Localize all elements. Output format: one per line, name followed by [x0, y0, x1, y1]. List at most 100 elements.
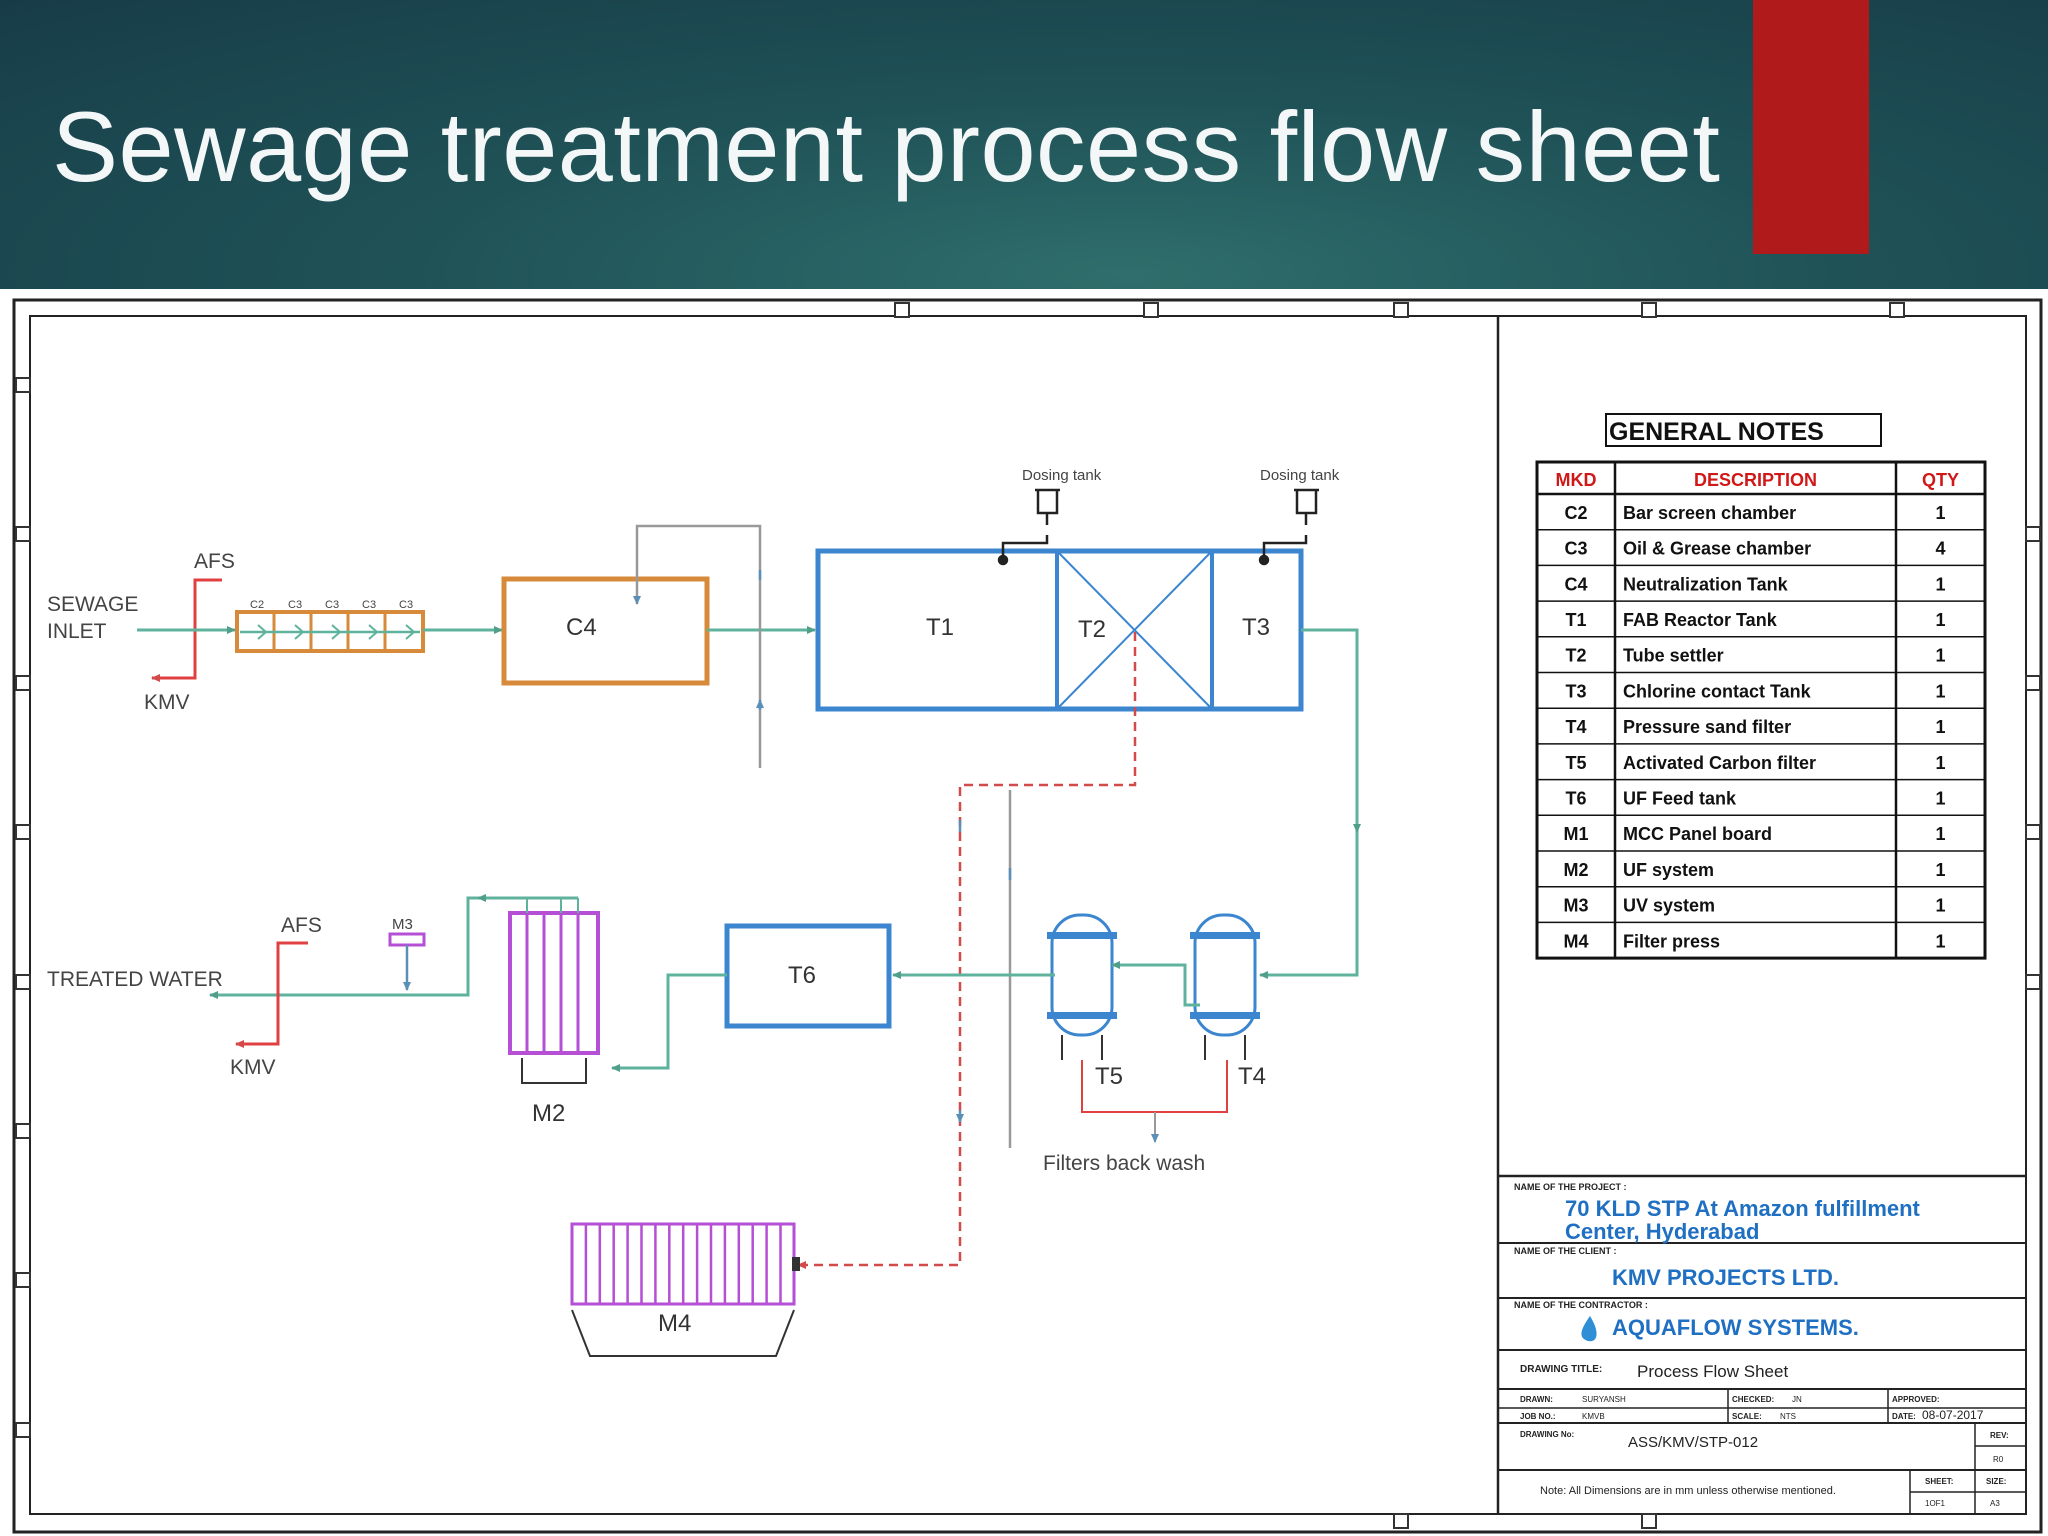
dosing-tank-label-2: Dosing tank — [1260, 467, 1340, 484]
project-name-line2: Center, Hyderabad — [1565, 1219, 1759, 1244]
chamber-label-2: C3 — [288, 599, 302, 611]
chamber-label-5: C3 — [399, 599, 413, 611]
notes-header-cell: QTY — [1922, 470, 1959, 490]
size-caption: SIZE: — [1986, 1477, 2006, 1486]
contractor-caption: NAME OF THE CONTRACTOR : — [1514, 1300, 1648, 1310]
date-value: 08-07-2017 — [1922, 1408, 1984, 1422]
notes-mkd-cell: T6 — [1565, 788, 1586, 808]
dosing-tank-1 — [997, 488, 1060, 566]
t6-uf-feed-tank — [724, 923, 892, 1029]
sheet-value: 1OF1 — [1925, 1499, 1946, 1508]
notes-mkd-cell: M2 — [1563, 860, 1588, 880]
title-block — [1498, 1174, 2026, 1514]
process-flow-drawing: SEWAGE INLET AFS KMV C2 C3 C3 C3 C3 C4 T… — [12, 298, 2043, 1534]
notes-description-cell: UF system — [1623, 860, 1714, 880]
afs-label-bottom: AFS — [281, 914, 322, 937]
notes-mkd-cell: C4 — [1564, 574, 1587, 594]
size-value: A3 — [1990, 1499, 2000, 1508]
notes-qty-cell: 1 — [1935, 931, 1945, 951]
notes-qty-cell: 1 — [1935, 610, 1945, 630]
approved-caption: APPROVED: — [1892, 1395, 1940, 1404]
notes-qty-cell: 1 — [1935, 860, 1945, 880]
notes-mkd-cell: C2 — [1564, 503, 1587, 523]
job-caption: JOB NO.: — [1520, 1412, 1556, 1421]
note-text: Note: All Dimensions are in mm unless ot… — [1540, 1485, 1836, 1497]
chamber-label-3: C3 — [325, 599, 339, 611]
notes-description-cell: Bar screen chamber — [1623, 503, 1796, 523]
notes-description-cell: MCC Panel board — [1623, 824, 1772, 844]
notes-qty-cell: 1 — [1935, 753, 1945, 773]
chamber-label-1: C2 — [250, 599, 264, 611]
contractor-name: AQUAFLOW SYSTEMS. — [1612, 1315, 1859, 1340]
notes-mkd-cell: T3 — [1565, 681, 1586, 701]
t5-label: T5 — [1095, 1063, 1123, 1090]
notes-description-cell: Pressure sand filter — [1623, 717, 1791, 737]
notes-header-cell: DESCRIPTION — [1694, 470, 1817, 490]
drawing-title: Process Flow Sheet — [1637, 1362, 1788, 1381]
notes-mkd-cell: T4 — [1565, 717, 1586, 737]
t2-label: T2 — [1078, 616, 1106, 643]
sheet-border — [12, 298, 2043, 1534]
notes-description-cell: Filter press — [1623, 931, 1720, 951]
m4-label: M4 — [658, 1310, 691, 1337]
general-notes-heading: GENERAL NOTES — [1609, 418, 1824, 446]
rev-value: R0 — [1993, 1455, 2004, 1464]
notes-description-cell: UV system — [1623, 896, 1715, 916]
project-name-line1: 70 KLD STP At Amazon fulfillment — [1565, 1196, 1921, 1221]
notes-qty-cell: 1 — [1935, 717, 1945, 737]
drawing-no-caption: DRAWING No: — [1520, 1430, 1574, 1439]
c4-neutralization-tank — [501, 576, 710, 686]
scale-value: NTS — [1780, 1412, 1796, 1421]
scale-caption: SCALE: — [1732, 1412, 1762, 1421]
screen-chambers: C2 C3 C3 C3 C3 — [235, 599, 425, 653]
notes-description-cell: UF Feed tank — [1623, 788, 1737, 808]
drawing-title-caption: DRAWING TITLE: — [1520, 1364, 1602, 1375]
notes-table-frame — [1535, 460, 1987, 960]
chamber-label-4: C3 — [362, 599, 376, 611]
sheet-caption: SHEET: — [1925, 1477, 1953, 1486]
notes-mkd-cell: T1 — [1565, 610, 1586, 630]
notes-qty-cell: 1 — [1935, 824, 1945, 844]
air-line-outlet — [235, 941, 308, 1048]
pipe-t4-to-t5 — [1111, 961, 1200, 1007]
slide-header: Sewage treatment process flow sheet — [0, 0, 2048, 289]
notes-mkd-cell: T2 — [1565, 646, 1586, 666]
notes-mkd-cell: M4 — [1563, 931, 1588, 951]
t4-label: T4 — [1238, 1063, 1266, 1090]
notes-description-cell: Neutralization Tank — [1623, 574, 1789, 594]
drawing-no: ASS/KMV/STP-012 — [1628, 1434, 1758, 1451]
rev-caption: REV: — [1990, 1431, 2009, 1440]
notes-qty-cell: 1 — [1935, 681, 1945, 701]
notes-description-cell: FAB Reactor Tank — [1623, 610, 1778, 630]
t1-label: T1 — [926, 614, 954, 641]
m3-label: M3 — [392, 916, 413, 933]
dosing-tank-label-1: Dosing tank — [1022, 467, 1102, 484]
treated-water-label: TREATED WATER — [47, 968, 223, 991]
notes-description-cell: Activated Carbon filter — [1623, 753, 1816, 773]
accent-bar — [1753, 0, 1869, 254]
notes-qty-cell: 4 — [1935, 539, 1945, 559]
date-caption: DATE: — [1892, 1412, 1916, 1421]
c4-label: C4 — [566, 614, 597, 641]
pipe-m2-to-outlet — [209, 896, 578, 999]
t3-label: T3 — [1242, 614, 1270, 641]
sewage-inlet-label-2: INLET — [47, 620, 107, 643]
notes-mkd-cell: C3 — [1564, 539, 1587, 559]
sewage-inlet-label: SEWAGE — [47, 593, 138, 616]
notes-qty-cell: 1 — [1935, 574, 1945, 594]
m4-filter-press — [570, 1222, 800, 1357]
notes-qty-cell: 1 — [1935, 503, 1945, 523]
drawn-caption: DRAWN: — [1520, 1395, 1553, 1404]
notes-qty-cell: 1 — [1935, 788, 1945, 808]
m3-uv-system — [388, 932, 426, 947]
m2-label: M2 — [532, 1100, 565, 1127]
t4-pressure-sand-filter — [1190, 913, 1260, 1060]
notes-description-cell: Chlorine contact Tank — [1623, 681, 1812, 701]
t6-label: T6 — [788, 962, 816, 989]
backwash-arrows — [960, 820, 1012, 1122]
notes-description-cell: Tube settler — [1623, 646, 1724, 666]
drawn-value: SURYANSH — [1582, 1395, 1626, 1404]
aquaflow-logo-icon — [1581, 1316, 1597, 1342]
afs-label-top: AFS — [194, 550, 235, 573]
